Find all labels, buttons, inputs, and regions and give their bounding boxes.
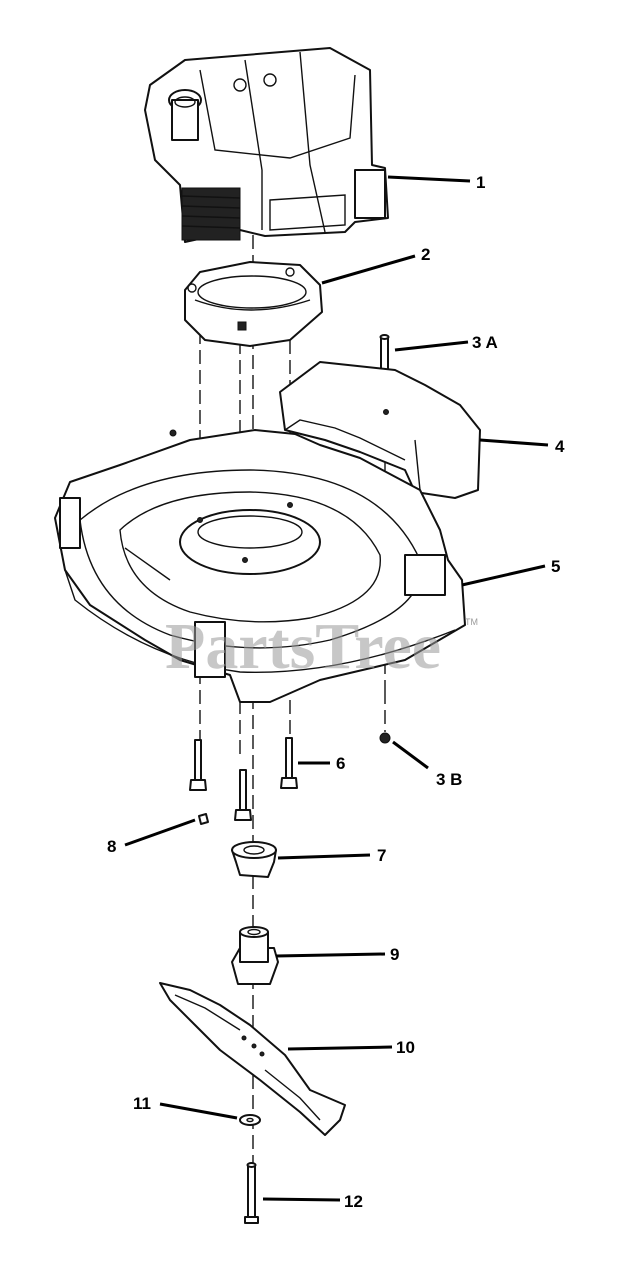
callout-labels: 1 2 3 A 4 5 6 3 B 7 8 9 10 11 12	[107, 173, 565, 1211]
callout-3b: 3 B	[436, 770, 462, 789]
watermark: PartsTree TM	[165, 610, 478, 683]
callout-3a: 3 A	[472, 333, 498, 352]
svg-text:TM: TM	[465, 617, 478, 627]
callout-12: 12	[344, 1192, 363, 1211]
callout-7: 7	[377, 846, 386, 865]
screw-3b-part[interactable]	[379, 732, 391, 744]
leader-lines	[124, 175, 549, 1202]
engine-part[interactable]	[144, 47, 389, 243]
mower-blade-part[interactable]	[159, 982, 346, 1136]
callout-2: 2	[421, 245, 430, 264]
washer-part[interactable]	[239, 1114, 261, 1126]
callout-11: 11	[133, 1094, 151, 1113]
callout-4: 4	[555, 437, 565, 456]
callout-8: 8	[107, 837, 116, 856]
callout-1: 1	[476, 173, 485, 192]
hex-bolts-part[interactable]	[189, 737, 298, 821]
blade-adapter-hub-part[interactable]	[231, 841, 277, 878]
callout-5: 5	[551, 557, 560, 576]
callout-9: 9	[390, 945, 399, 964]
blade-adapter-part[interactable]	[231, 926, 279, 985]
svg-text:PartsTree: PartsTree	[165, 610, 441, 683]
deck-adapter-ring-part[interactable]	[184, 261, 323, 347]
blade-bolt-part[interactable]	[244, 1162, 259, 1224]
key-part[interactable]	[198, 813, 209, 825]
callout-6: 6	[336, 754, 345, 773]
mower-deck-part[interactable]	[54, 429, 466, 703]
callout-10: 10	[396, 1038, 415, 1057]
rear-baffle-part[interactable]	[279, 361, 481, 499]
